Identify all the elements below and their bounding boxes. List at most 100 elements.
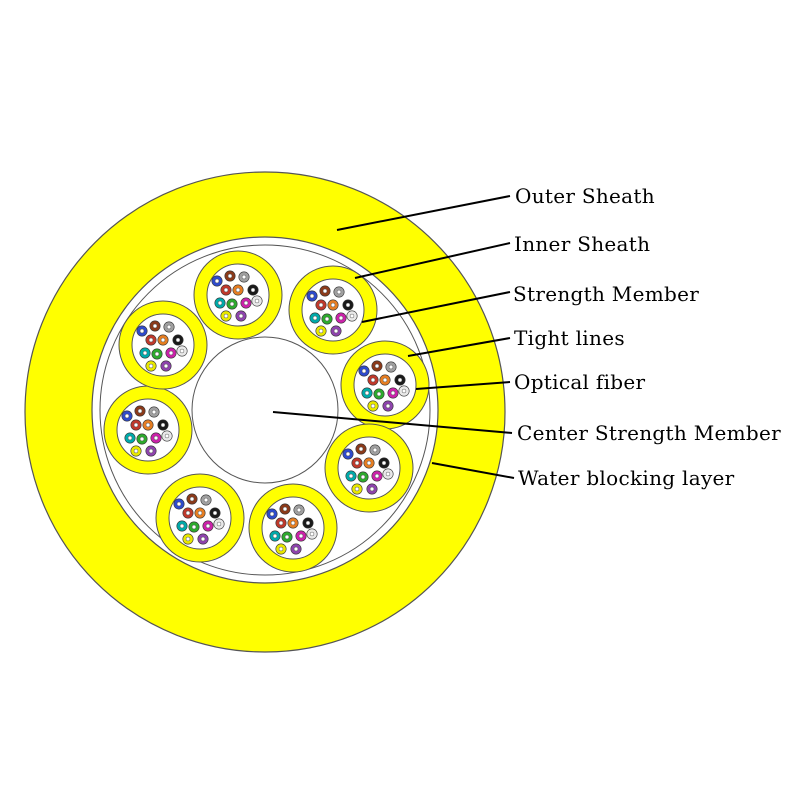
leader-strength-member — [361, 291, 511, 323]
fiber-core — [148, 448, 154, 454]
fiber-core — [179, 523, 185, 529]
fiber-core — [348, 473, 354, 479]
leader-tight-lines — [407, 337, 511, 357]
fiber-core — [333, 328, 339, 334]
fiber-core — [160, 337, 166, 343]
fiber-core — [269, 511, 275, 517]
fiber-core — [203, 497, 209, 503]
fiber-core — [336, 289, 342, 295]
fiber-core — [381, 460, 387, 466]
fiber-core — [163, 363, 169, 369]
fiber-core — [217, 300, 223, 306]
fiber-core — [397, 377, 403, 383]
label-center-strength-member: Center Strength Member — [517, 421, 781, 445]
fiber-core — [142, 350, 148, 356]
fiber-core — [148, 337, 154, 343]
fiber-core — [374, 363, 380, 369]
fiber-core — [374, 473, 380, 479]
leader-water-blocking-layer — [431, 462, 515, 479]
label-tight-lines: Tight lines — [514, 326, 625, 350]
fiber-core — [127, 435, 133, 441]
fiber-core — [200, 536, 206, 542]
fiber-core — [151, 409, 157, 415]
fiber-core — [309, 531, 315, 537]
fiber-core — [229, 301, 235, 307]
leader-outer-sheath — [336, 195, 511, 231]
fiber-core — [175, 337, 181, 343]
fiber-core — [318, 302, 324, 308]
fiber-core — [133, 422, 139, 428]
fiber-core — [385, 403, 391, 409]
fiber-core — [298, 533, 304, 539]
leader-center-strength-member — [272, 411, 513, 434]
fiber-core — [376, 391, 382, 397]
fiber-core — [360, 474, 366, 480]
fiber-core — [197, 510, 203, 516]
fiber-core — [137, 408, 143, 414]
fiber-core — [382, 377, 388, 383]
fiber-core — [349, 313, 355, 319]
leader-optical-fiber — [415, 381, 511, 390]
fiber-core — [354, 460, 360, 466]
fiber-core — [227, 273, 233, 279]
label-optical-fiber: Optical fiber — [514, 370, 646, 394]
fiber-core — [241, 274, 247, 280]
fiber-core — [372, 447, 378, 453]
fiber-core — [166, 324, 172, 330]
fiber-core — [345, 302, 351, 308]
fiber-core — [354, 486, 360, 492]
fiber-core — [370, 403, 376, 409]
fiber-core — [278, 546, 284, 552]
fiber-core — [154, 351, 160, 357]
fiber-core — [254, 298, 260, 304]
fiber-core — [216, 521, 222, 527]
leader-inner-sheath — [354, 242, 511, 279]
fiber-core — [238, 313, 244, 319]
fiber-core — [152, 323, 158, 329]
fiber-core — [296, 507, 302, 513]
fiber-core — [284, 534, 290, 540]
fiber-core — [185, 510, 191, 516]
fiber-core — [322, 288, 328, 294]
fiber-core — [189, 496, 195, 502]
fiber-core — [361, 368, 367, 374]
fiber-core — [338, 315, 344, 321]
fiber-core — [324, 316, 330, 322]
fiber-core — [185, 536, 191, 542]
fiber-core — [223, 287, 229, 293]
fiber-core — [176, 501, 182, 507]
fiber-core — [366, 460, 372, 466]
fiber-core — [133, 448, 139, 454]
fiber-core — [318, 328, 324, 334]
label-inner-sheath: Inner Sheath — [514, 232, 650, 256]
label-water-blocking-layer: Water blocking layer — [518, 466, 735, 490]
fiber-core — [370, 377, 376, 383]
label-strength-member: Strength Member — [513, 282, 699, 306]
fiber-core — [168, 350, 174, 356]
label-outer-sheath: Outer Sheath — [515, 184, 655, 208]
fiber-core — [330, 302, 336, 308]
fiber-core — [205, 523, 211, 529]
fiber-core — [139, 436, 145, 442]
fiber-core — [358, 446, 364, 452]
fiber-core — [278, 520, 284, 526]
fiber-core — [148, 363, 154, 369]
fiber-core — [223, 313, 229, 319]
fiber-core — [293, 546, 299, 552]
fiber-core — [139, 328, 145, 334]
fiber-core — [312, 315, 318, 321]
fiber-core — [385, 471, 391, 477]
center-strength-member — [191, 336, 339, 484]
fiber-core — [364, 390, 370, 396]
tight-buffer-units — [103, 250, 430, 573]
fiber-core — [345, 451, 351, 457]
fiber-core — [191, 524, 197, 530]
fiber-core — [164, 433, 170, 439]
fiber-core — [145, 422, 151, 428]
fiber-core — [272, 533, 278, 539]
fiber-core — [153, 435, 159, 441]
fiber-core — [124, 413, 130, 419]
fiber-core — [243, 300, 249, 306]
fiber-core — [390, 390, 396, 396]
